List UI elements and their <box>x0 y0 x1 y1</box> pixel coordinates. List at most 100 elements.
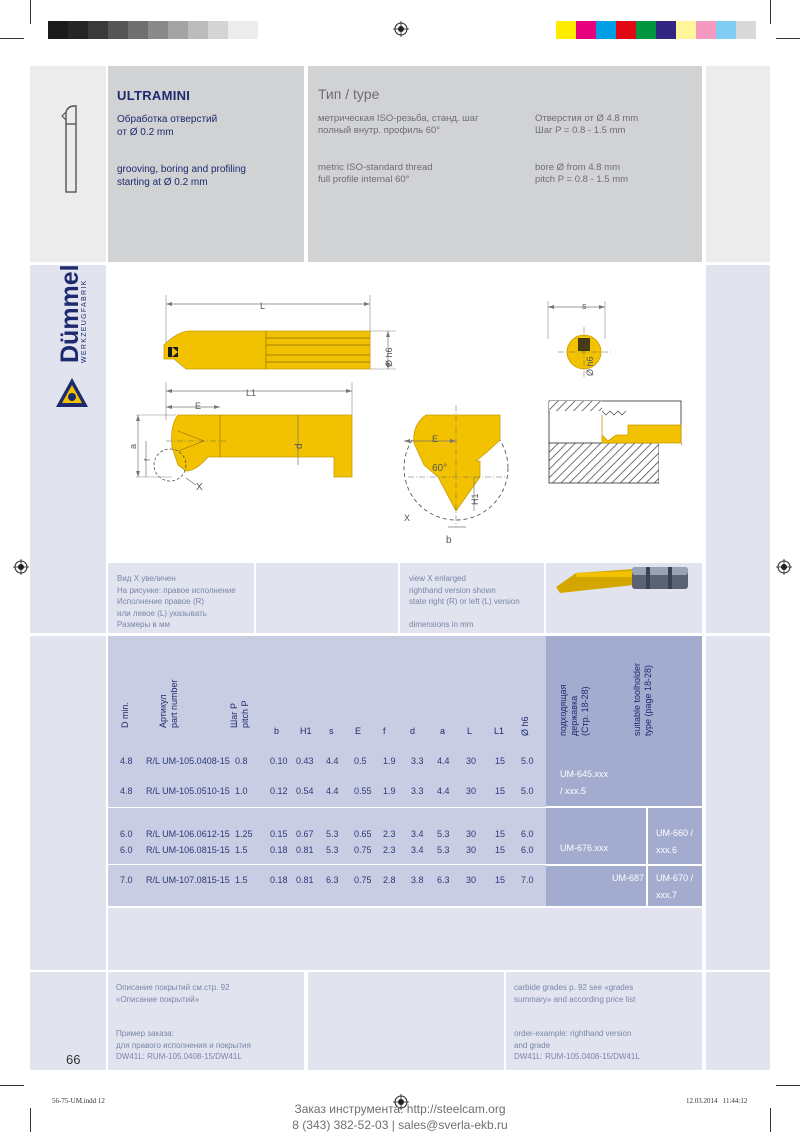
description-ru: Обработка отверстий от Ø 0.2 mm <box>117 114 218 138</box>
swatch <box>736 21 756 39</box>
col-s: s <box>329 726 334 736</box>
dim-h6: Ø h6 <box>384 347 394 367</box>
cell-b: 0.12 <box>270 786 288 796</box>
holder-um645: UM-645.xxx / xxx.5 <box>560 769 609 796</box>
header-type-panel: Тип / type метрическая ISO-резьба, станд… <box>308 66 702 262</box>
crop-mark <box>770 0 771 24</box>
holder-group-5: UM-670 / xxx.7 <box>648 866 702 906</box>
crop-mark <box>30 1108 31 1132</box>
cell-h6: 7.0 <box>521 875 534 885</box>
cell-b: 0.10 <box>270 756 288 766</box>
footer-contact[interactable]: 8 (343) 382-52-03 | sales@sverla-ekb.ru <box>292 1118 508 1132</box>
label-X-enlarged: X <box>404 513 410 523</box>
crop-mark <box>30 0 31 24</box>
cell-dmin: 6.0 <box>120 845 133 855</box>
swatch <box>148 21 168 39</box>
swatch <box>656 21 676 39</box>
dim-f: f <box>143 458 152 461</box>
swatch <box>556 21 576 39</box>
table-footer-blank <box>108 908 702 970</box>
brand-sub: WERKZEUGFABRIK <box>81 279 88 363</box>
table-right-margin <box>706 636 770 970</box>
cell-e: 0.75 <box>354 875 372 885</box>
print-file: 56-75-UM.indd 12 <box>52 1097 105 1105</box>
page-number: 66 <box>66 1052 81 1067</box>
cell-l1: 15 <box>495 756 506 766</box>
swatch <box>676 21 696 39</box>
col-dmin: D min. <box>120 701 130 728</box>
dim-d: d <box>294 443 305 449</box>
right-margin-panel <box>706 265 770 633</box>
cell-b: 0.18 <box>270 845 288 855</box>
holder-group-1: UM-645.xxx / xxx.5 <box>546 744 702 806</box>
col-f: f <box>383 726 386 736</box>
dim-E-enlarged: E <box>432 434 438 444</box>
cell-s: 5.3 <box>326 845 339 855</box>
registration-mark <box>393 1094 409 1110</box>
cell-e: 0.55 <box>354 786 372 796</box>
bottom-blank-panel <box>308 972 504 1070</box>
note-en: view X enlarged righthand version shown … <box>409 574 520 629</box>
col-l: L <box>467 726 473 736</box>
registration-mark <box>776 559 792 575</box>
thread-section-view <box>548 400 682 484</box>
order-note-ru: Описание покрытий см.стр. 92 «Описание п… <box>116 983 251 1061</box>
holder-um676: UM-676.xxx <box>560 843 609 853</box>
cell-pitch: 1.5 <box>235 875 248 885</box>
holder-group-2: UM-676.xxx <box>546 808 646 864</box>
label-X: X <box>196 482 203 493</box>
swatch <box>636 21 656 39</box>
cell-d: 3.8 <box>411 875 424 885</box>
holder-um687: UM-687 <box>612 873 645 883</box>
table-header: D min. Артикул part number Шаг P pitch P… <box>108 636 546 744</box>
swatch <box>88 21 108 39</box>
product-photo <box>556 567 688 593</box>
cell-s: 5.3 <box>326 829 339 839</box>
cell-s: 6.3 <box>326 875 339 885</box>
page-title: ULTRAMINI <box>117 88 191 103</box>
cell-f: 2.3 <box>383 845 396 855</box>
bottom-ru-panel: Описание покрытий см.стр. 92 «Описание п… <box>108 972 304 1070</box>
col-b: b <box>274 726 280 736</box>
dim-s: s <box>582 301 587 311</box>
header-right-panel <box>706 66 770 262</box>
cell-dmin: 7.0 <box>120 875 133 885</box>
note-ru: Вид X увеличен На рисунке: правое исполн… <box>117 574 236 629</box>
cell-h1: 0.54 <box>296 786 314 796</box>
cell-l: 30 <box>466 786 477 796</box>
cell-f: 1.9 <box>383 756 396 766</box>
table-left-margin <box>30 636 106 970</box>
crop-mark <box>770 1108 771 1132</box>
holder-group-4: UM-687 <box>546 866 646 906</box>
description-en: grooving, boring and profiling starting … <box>117 164 246 188</box>
spec-en-left: metric ISO-standard thread full profile … <box>318 162 433 185</box>
cell-a: 5.3 <box>437 829 450 839</box>
holder-group-3: UM-660 / xxx.6 <box>648 808 702 864</box>
cell-b: 0.18 <box>270 875 288 885</box>
brand-panel: Dümmel WERKZEUGFABRIK <box>30 264 106 633</box>
cell-l: 30 <box>466 875 477 885</box>
table-divider <box>108 807 546 808</box>
cell-a: 4.4 <box>437 756 450 766</box>
swatch <box>596 21 616 39</box>
swatch <box>188 21 208 39</box>
holder-um660: UM-660 / xxx.6 <box>656 828 694 855</box>
dim-a: a <box>128 444 138 449</box>
dim-E: E <box>195 401 201 411</box>
crop-mark <box>776 1085 800 1086</box>
label-angle: 60° <box>432 463 447 474</box>
drawing-area: L Ø h6 s Ø h6 <box>108 265 702 561</box>
cell-part: R/L UM-105.0408-15 <box>146 756 230 766</box>
cell-h1: 0.67 <box>296 829 314 839</box>
note-en-panel: view X enlarged righthand version shown … <box>400 563 544 633</box>
footer-order-link[interactable]: Заказ инструмента: http://steelcam.org <box>294 1102 506 1116</box>
holder-um670: UM-670 / xxx.7 <box>656 873 694 900</box>
cell-d: 3.3 <box>411 756 424 766</box>
col-a: a <box>440 726 446 736</box>
crop-mark <box>776 38 800 39</box>
cell-h1: 0.81 <box>296 875 314 885</box>
cell-e: 0.75 <box>354 845 372 855</box>
table-body <box>108 744 546 906</box>
dim-b: b <box>446 535 452 546</box>
cell-part: R/L UM-105.0510-15 <box>146 786 230 796</box>
